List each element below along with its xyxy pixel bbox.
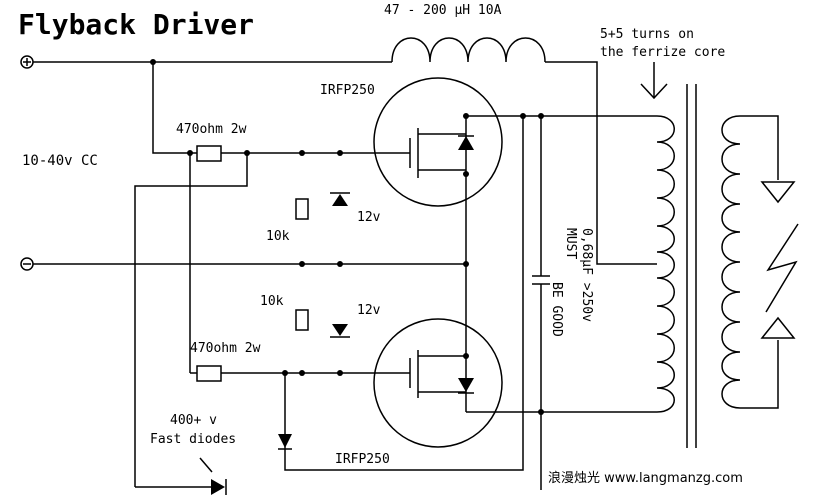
positive-rail [33,61,657,265]
capacitor-label: 0,68µF >250v [579,228,594,322]
spark-gap-bottom [760,316,796,339]
supply-label: 10-40v CC [22,153,98,169]
bottom-10k-resistor [295,309,309,331]
cross-feed-bottom [134,153,248,487]
negative-terminal [20,257,34,271]
bottom-zener-label: 12v [357,303,381,318]
bottom-gate-resistor [196,365,222,382]
inductor-label: 47 - 200 µH 10A [384,3,502,18]
capacitor-note-2: BE GOOD [549,282,564,337]
top-gate-feed [152,62,197,154]
inductor-coil [391,37,546,63]
bottom-mosfet [373,264,503,448]
top-mosfet [373,77,545,264]
bottom-mosfet-label: IRFP250 [335,452,390,467]
top-zener-diode [330,192,350,206]
diode-type-label: Fast diodes [150,432,236,447]
diagram-title: Flyback Driver [18,8,254,41]
top-10k-label: 10k [266,229,290,244]
svg-text:BE GOOD: BE GOOD [549,282,564,337]
diode-voltage-label: 400+ v [170,413,217,428]
top-gate-resistor [196,145,222,162]
junction-dots [150,59,544,415]
svg-text:0,68µF >250v: 0,68µF >250v [579,228,594,322]
positive-terminal [20,55,34,69]
gate-node-bottom [284,116,524,471]
top-10k-resistor [295,198,309,220]
spark-gap-top [760,181,796,204]
fast-diode-vertical [278,434,292,450]
capacitor-note-1: MUST [563,228,578,259]
secondary-winding [721,115,741,409]
core-arrow [640,62,668,100]
bottom-10k-label: 10k [260,294,284,309]
spark-icon [765,223,799,313]
primary-winding [656,115,675,413]
top-gate-resistor-label: 470ohm 2w [176,122,247,137]
core-label: the ferrize core [600,45,725,60]
top-mosfet-label: IRFP250 [320,83,375,98]
top-zener-label: 12v [357,210,381,225]
svg-text:MUST: MUST [563,228,578,259]
fast-diode-bottom [135,479,227,495]
bottom-zener-diode [330,324,350,338]
bottom-gate-resistor-label: 470ohm 2w [190,341,261,356]
footer-watermark: 浪漫烛光 www.langmanzg.com [548,471,743,486]
turns-label: 5+5 turns on [600,27,694,42]
diode-arrow [199,457,213,473]
